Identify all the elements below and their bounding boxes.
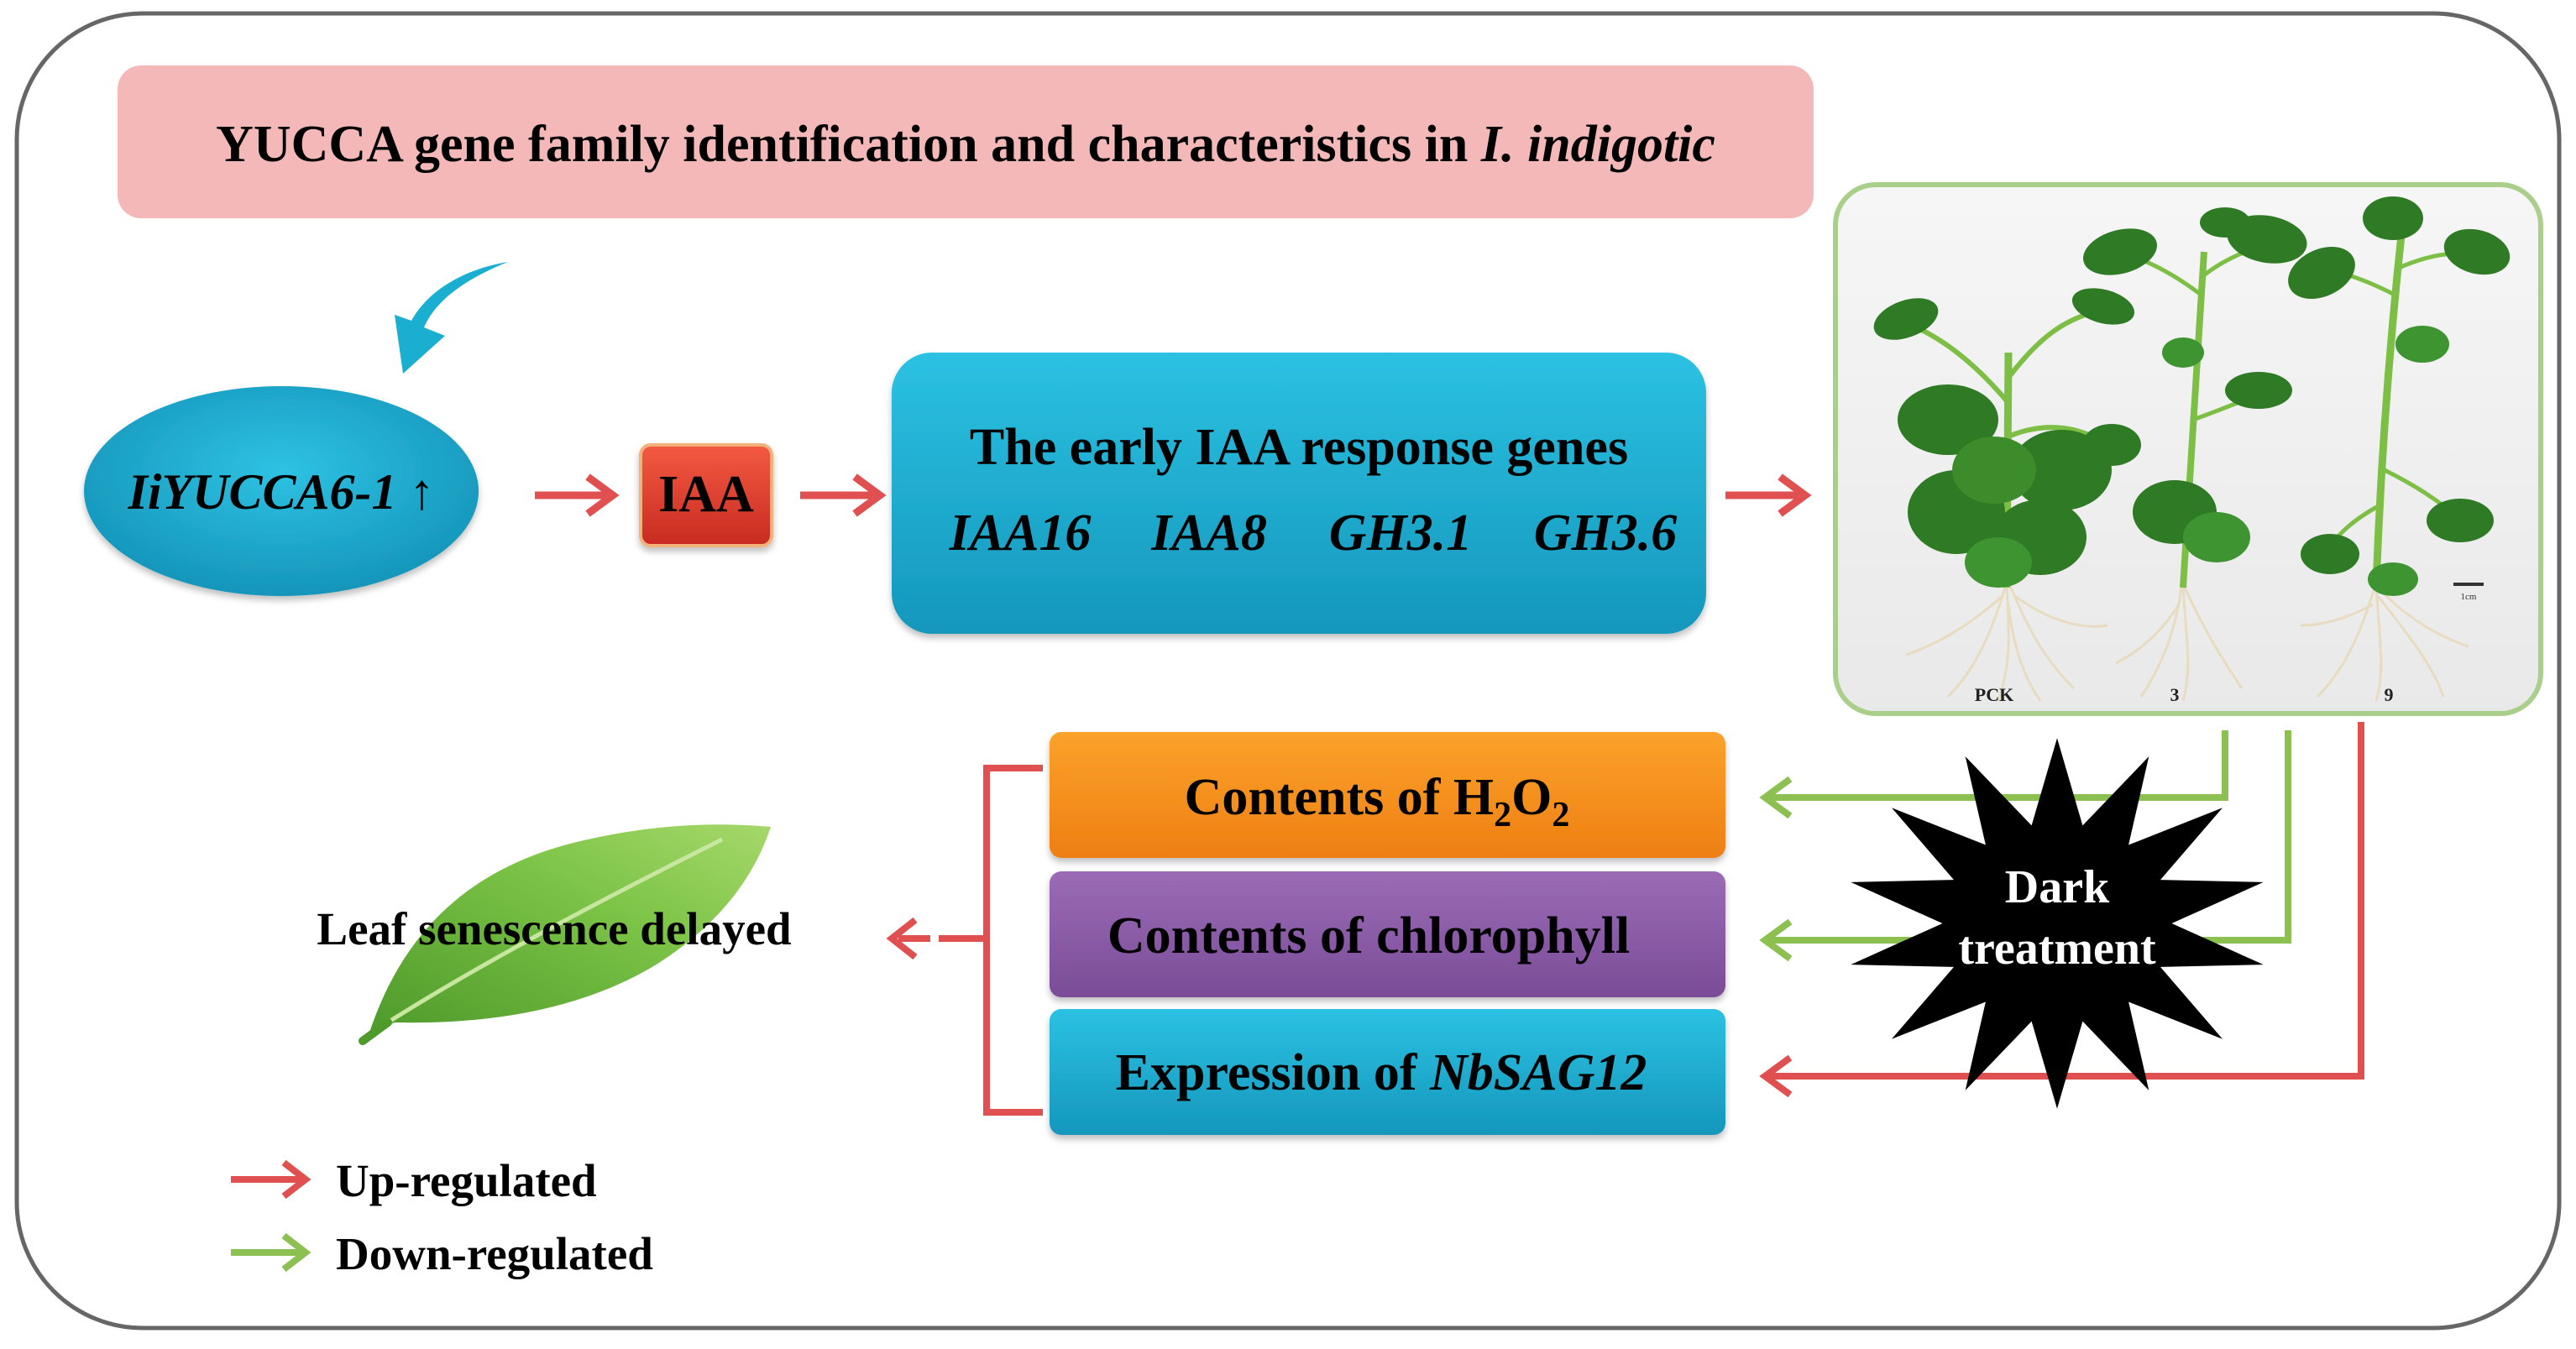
title-text: YUCCA gene family identification and cha… [216, 116, 1715, 173]
title-italic: I. indigotic [1480, 116, 1715, 173]
arrow-photo-to-h2o2 [1759, 730, 2228, 819]
sag12-label: Expression of NbSAG12 [1116, 1044, 1647, 1101]
iaa-label: IAA [658, 466, 754, 523]
chlorophyll-label: Contents of chlorophyll [1107, 907, 1630, 965]
arrow-genes-to-photo [1725, 473, 1812, 517]
iaa-box [639, 443, 773, 547]
legend-up-arrow-icon [231, 1159, 312, 1200]
yucca-label: IiYUCCA6-1 ↑ [127, 464, 434, 520]
legend-down-label: Down-regulated [336, 1228, 653, 1279]
plant-pck [1873, 288, 2141, 702]
gene-label: GH3.1 [1329, 505, 1473, 562]
early-genes-box [892, 353, 1706, 634]
photo-label-3: 3 [2170, 684, 2180, 705]
gene-label: IAA16 [949, 505, 1092, 562]
arrow-photo-to-sag12 [1759, 722, 2364, 1098]
plant-photo: 1cm PCK 3 9 [1833, 182, 2543, 716]
arrow-to-leaf [886, 917, 930, 960]
photo-label-pck: PCK [1975, 684, 2013, 705]
legend-down-arrow-icon [231, 1232, 312, 1273]
chlorophyll-box [1050, 871, 1725, 997]
dark-label-line2: treatment [1958, 923, 2156, 975]
plant-3 [2083, 207, 2307, 702]
dark-treatment-starburst [1851, 738, 2264, 1109]
title-plain: YUCCA gene family identification and cha… [216, 116, 1481, 173]
early-genes-title: The early IAA response genes [970, 419, 1628, 476]
title-banner [118, 65, 1814, 218]
yucca-ellipse [84, 386, 479, 596]
arrow-iaa-to-genes [800, 473, 887, 517]
dark-label-line1: Dark [2005, 861, 2110, 913]
leaf-icon [359, 824, 771, 1045]
leaf-senescence-label: Leaf senescence delayed [317, 903, 791, 954]
gene-label: GH3.6 [1534, 505, 1678, 562]
sag12-box [1050, 1009, 1725, 1135]
gene-label: IAA8 [1150, 505, 1267, 562]
h2o2-box [1050, 732, 1725, 858]
photo-label-9: 9 [2385, 684, 2394, 705]
arrow-yucca-to-iaa [535, 473, 620, 517]
h2o2-label: Contents of H2O2 [1185, 769, 1570, 834]
curved-arrow-icon [395, 262, 508, 374]
scale-label: 1cm [2461, 592, 2477, 602]
legend-up-label: Up-regulated [336, 1155, 597, 1206]
bracket [939, 765, 1043, 1116]
plant-9 [2288, 196, 2511, 702]
legend: Up-regulated Down-regulated [231, 1155, 653, 1279]
